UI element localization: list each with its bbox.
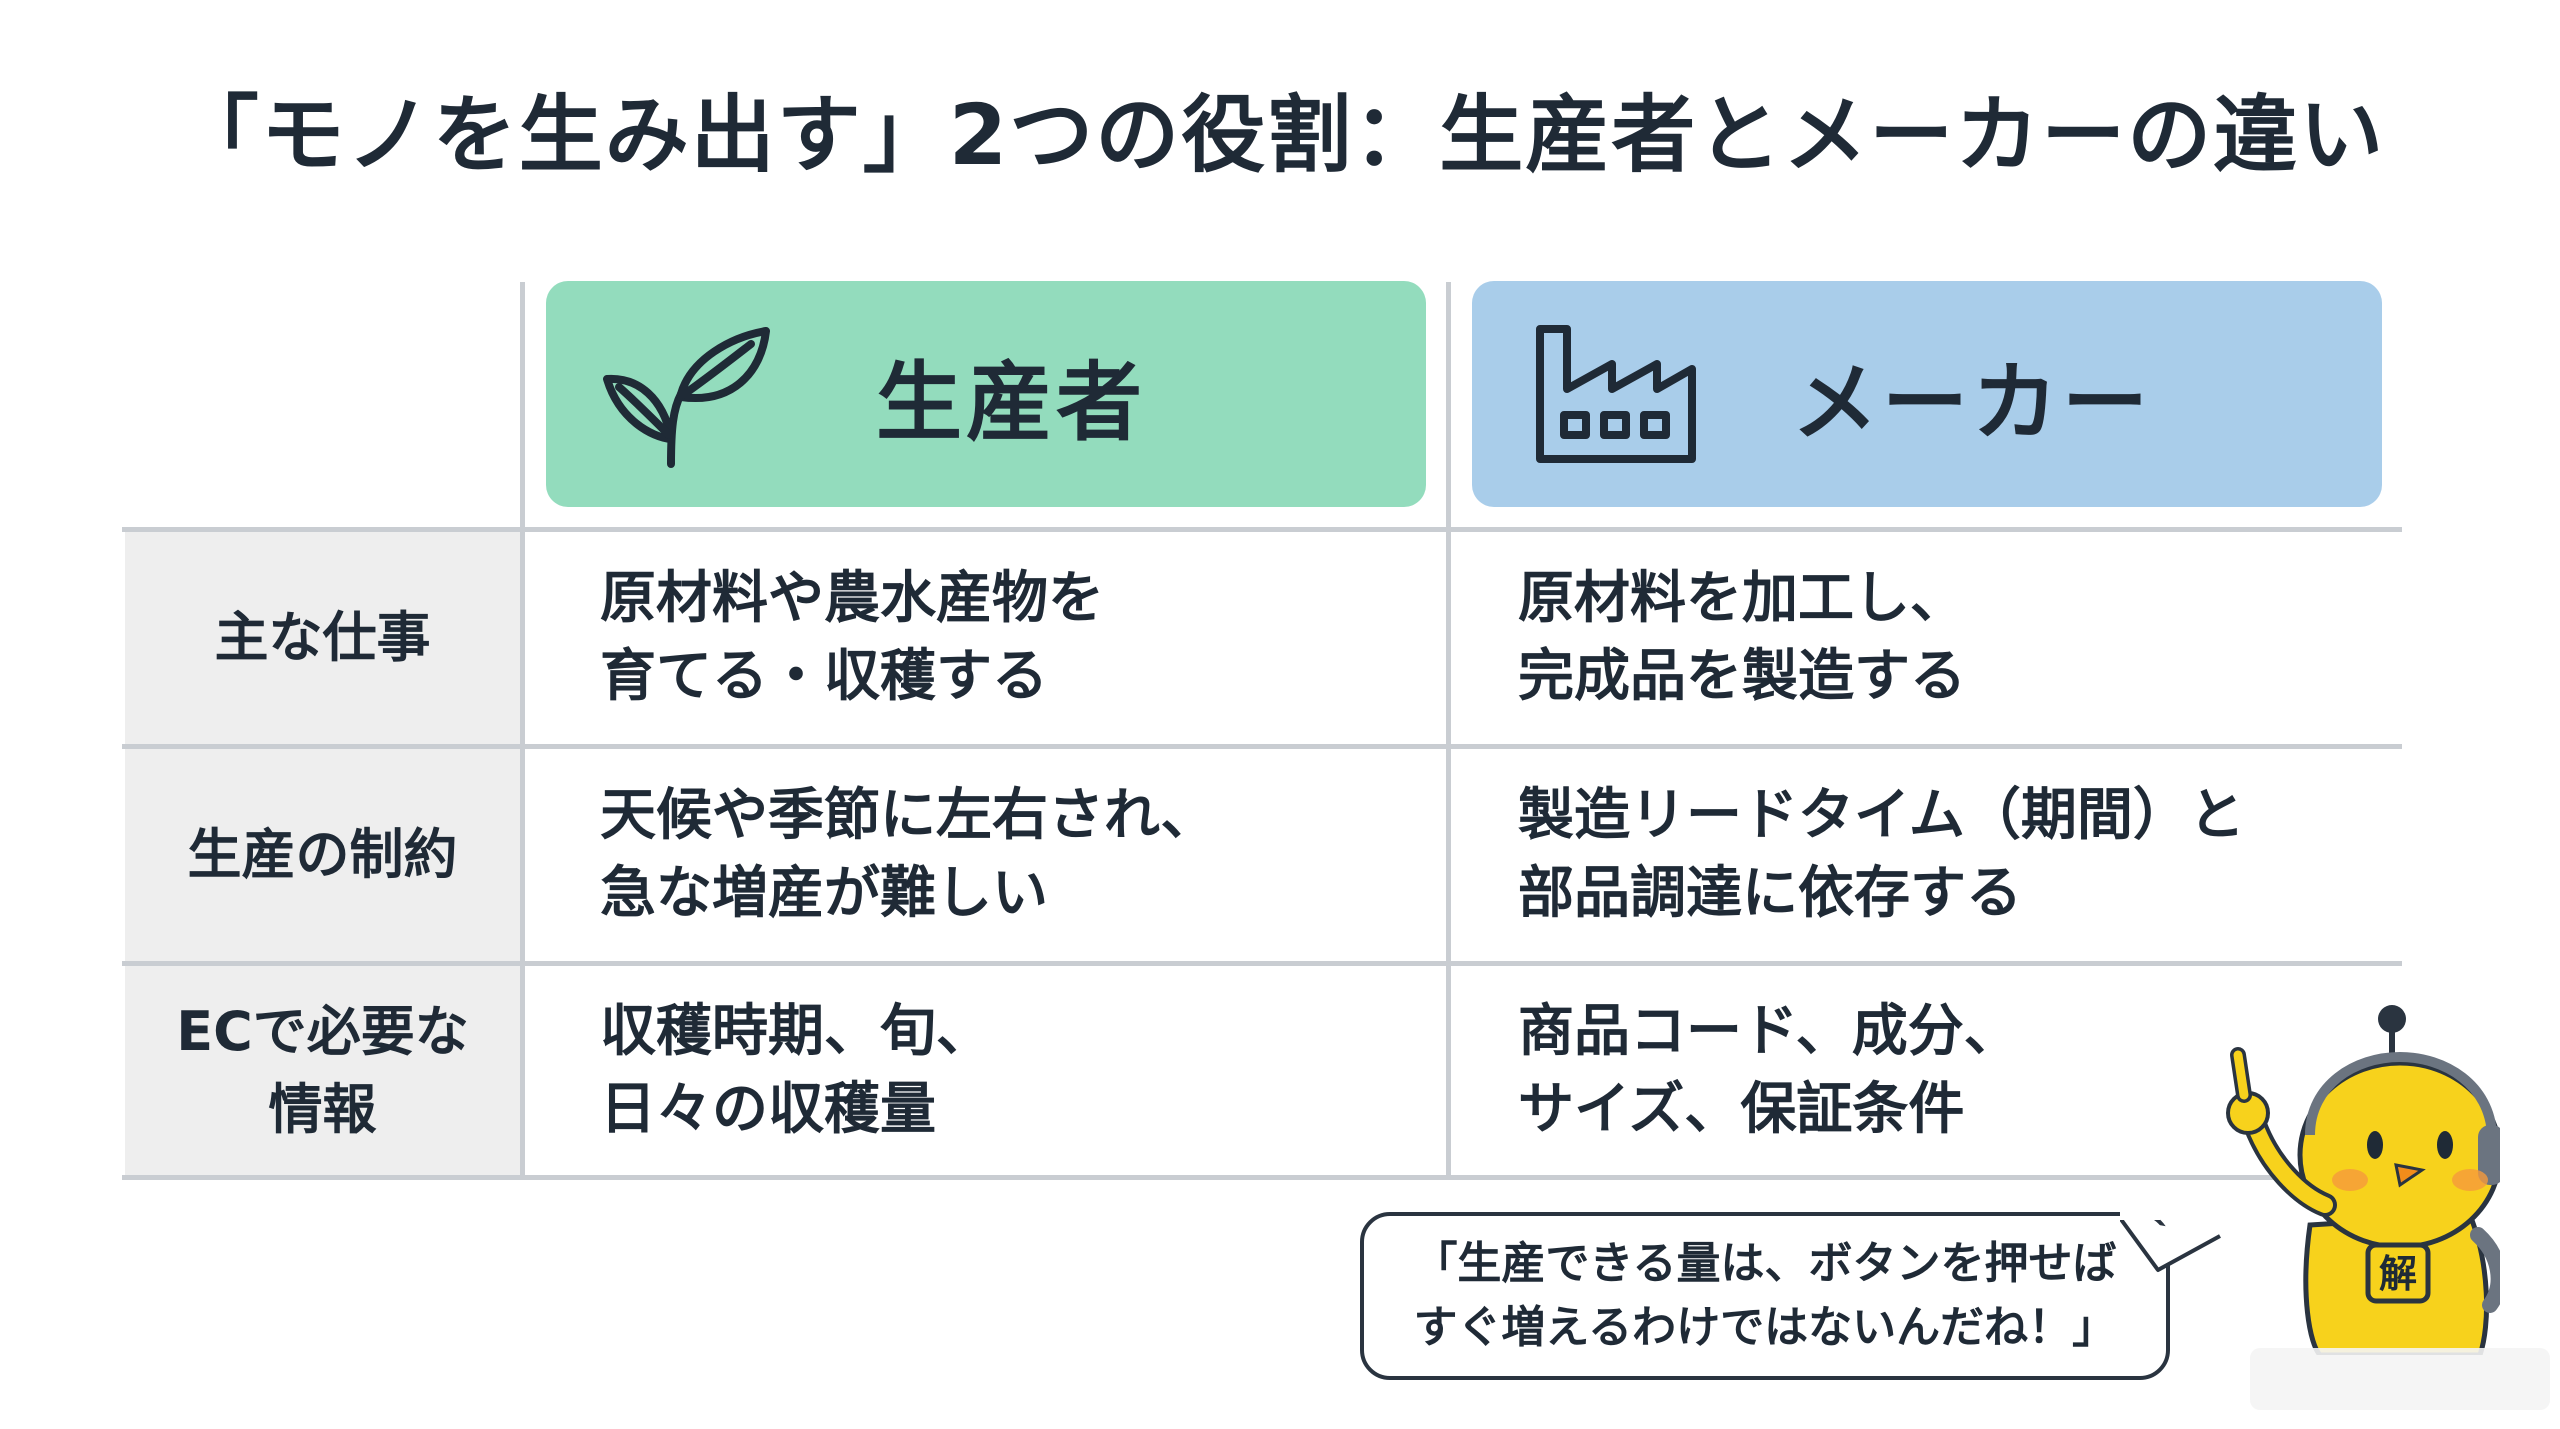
table-cell: 収穫時期、旬、 日々の収穫量: [600, 966, 1430, 1175]
maker-column-header: メーカー: [1472, 281, 2382, 507]
sprout-icon: [596, 299, 786, 489]
factory-icon: [1522, 299, 1712, 489]
speech-bubble-tail: [2120, 1210, 2221, 1272]
table-cell: 原材料を加工し、 完成品を製造する: [1518, 532, 2378, 744]
table-divider: [122, 744, 2402, 749]
producer-ec-info: 収穫時期、旬、 日々の収穫量: [600, 998, 992, 1142]
table-divider: [520, 282, 525, 1180]
maker-ec-info: 商品コード、成分、 サイズ、保証条件: [1518, 998, 2020, 1142]
row-label-constraints: 生産の制約: [187, 823, 458, 886]
speech-bubble-text: 「生産できる量は、ボタンを押せば すぐ増えるわけではないんだね！」: [1413, 1238, 2117, 1353]
row-label-main-work: 主な仕事: [214, 606, 431, 669]
maker-column-label: メーカー: [1792, 352, 2152, 453]
watermark-area: [2250, 1348, 2550, 1410]
table-cell: 製造リードタイム（期間）と 部品調達に依存する: [1518, 749, 2378, 961]
speech-bubble: 「生産できる量は、ボタンを押せば すぐ増えるわけではないんだね！」: [1360, 1212, 2170, 1380]
robot-chick-mascot: 解: [2226, 1005, 2500, 1355]
maker-main-work: 原材料を加工し、 完成品を製造する: [1518, 566, 1966, 709]
mascot-badge-text: 解: [2379, 1252, 2417, 1296]
table-divider: [122, 961, 2402, 966]
table-cell: 商品コード、成分、 サイズ、保証条件: [1518, 966, 2378, 1175]
page-title: 「モノを生み出す」2つの役割：生産者とメーカーの違い: [174, 86, 2386, 184]
row-label-ec-info: ECで必要な 情報: [176, 999, 469, 1141]
table-cell: 天候や季節に左右され、 急な増産が難しい: [600, 749, 1430, 961]
producer-column-header: 生産者: [546, 281, 1426, 507]
row-label-cell: ECで必要な 情報: [125, 966, 520, 1175]
row-label-cell: 主な仕事: [125, 532, 520, 744]
table-divider: [122, 527, 2402, 532]
table-divider: [1446, 282, 1451, 1180]
table-cell: 原材料や農水産物を 育てる・収穫する: [600, 532, 1430, 744]
maker-constraints: 製造リードタイム（期間）と 部品調達に依存する: [1518, 783, 2245, 926]
producer-constraints: 天候や季節に左右され、 急な増産が難しい: [600, 783, 1217, 926]
producer-column-label: 生産者: [876, 352, 1146, 453]
row-label-cell: 生産の制約: [125, 749, 520, 961]
producer-main-work: 原材料や農水産物を 育てる・収穫する: [600, 566, 1104, 709]
table-divider: [122, 1175, 2402, 1180]
